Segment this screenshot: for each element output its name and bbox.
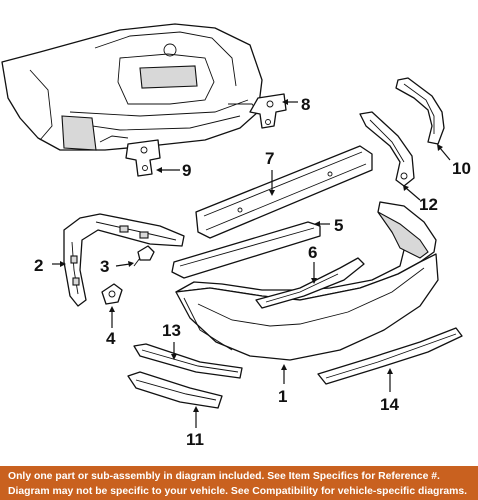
part-8-bracket xyxy=(249,93,287,129)
callout-9: 9 xyxy=(182,161,191,180)
vehicle-rear-body xyxy=(1,23,263,151)
callout-12: 12 xyxy=(419,195,438,214)
part-5-absorber xyxy=(171,221,321,279)
part-9-bracket xyxy=(125,139,161,177)
part-10-strip xyxy=(395,77,445,145)
part-7-impact-bar xyxy=(195,145,373,239)
callout-7: 7 xyxy=(265,149,274,168)
part-11-trim xyxy=(127,371,223,409)
bumper-parts-diagram: 8 9 7 10 12 5 6 2 3 4 13 1 11 14 xyxy=(1,23,471,449)
part-14-trim xyxy=(317,327,463,385)
disclaimer-banner: Only one part or sub-assembly in diagram… xyxy=(0,466,478,500)
callout-13: 13 xyxy=(162,321,181,340)
callout-2: 2 xyxy=(34,256,43,275)
callout-labels: 8 9 7 10 12 5 6 2 3 4 13 1 11 14 xyxy=(34,95,471,449)
callout-4: 4 xyxy=(106,329,116,348)
callout-5: 5 xyxy=(334,216,343,235)
callout-14: 14 xyxy=(380,395,399,414)
callout-6: 6 xyxy=(308,243,317,262)
disclaimer-line-2: Diagram may not be specific to your vehi… xyxy=(8,486,468,497)
part-13-trim xyxy=(133,343,243,379)
callout-10: 10 xyxy=(452,159,471,178)
callout-11: 11 xyxy=(186,430,204,449)
leader-lines xyxy=(52,99,451,428)
part-12-bracket xyxy=(359,111,415,187)
callout-1: 1 xyxy=(278,387,287,406)
callout-8: 8 xyxy=(301,95,310,114)
disclaimer-line-1: Only one part or sub-assembly in diagram… xyxy=(8,471,440,482)
callout-3: 3 xyxy=(100,257,109,276)
part-2-bracket xyxy=(63,213,185,307)
part-1-bumper-cover xyxy=(175,201,439,361)
part-3-clip xyxy=(133,245,155,267)
part-4-retainer xyxy=(101,283,123,305)
